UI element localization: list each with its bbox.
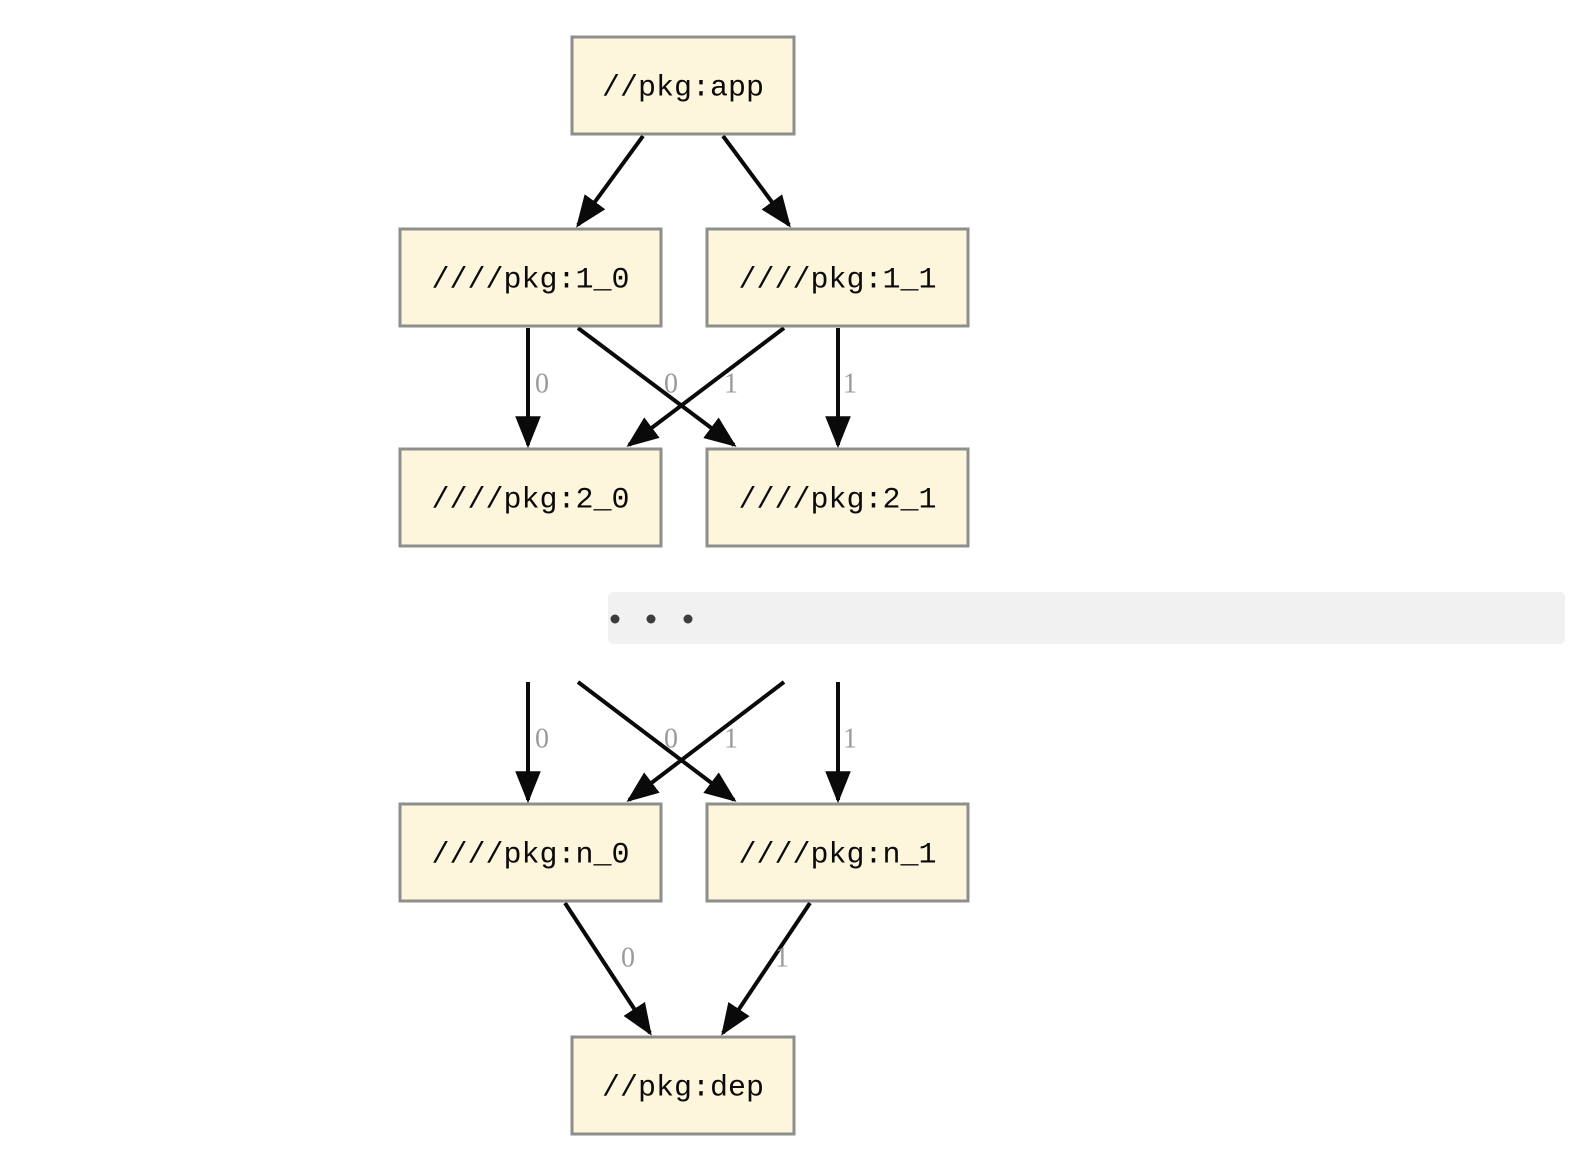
ellipsis-separator xyxy=(608,592,1565,644)
edge-label: 0 xyxy=(664,368,678,399)
edge-label: 1 xyxy=(775,942,789,973)
node-label-ln_1: ////pkg:n_1 xyxy=(738,838,936,872)
edge-label: 0 xyxy=(621,942,635,973)
node-l1_1[interactable]: ////pkg:1_1 xyxy=(705,227,970,328)
edge-label: 0 xyxy=(535,723,549,754)
node-box-ln_0[interactable] xyxy=(398,802,663,903)
node-box-app[interactable] xyxy=(570,35,796,136)
edge-hidden-to-ln_0: 0 xyxy=(515,682,549,804)
edge-app-to-l1_0 xyxy=(576,134,645,228)
node-box-l1_0[interactable] xyxy=(398,227,663,328)
ellipsis-dot-1 xyxy=(646,614,656,624)
edge-label: 1 xyxy=(843,723,857,754)
node-ln_0[interactable]: ////pkg:n_0 xyxy=(398,802,663,903)
node-app[interactable]: //pkg:app xyxy=(570,35,796,136)
edge-line xyxy=(626,326,786,447)
node-box-dep[interactable] xyxy=(570,1035,796,1136)
edge-line xyxy=(626,680,786,802)
edge-line xyxy=(721,901,812,1036)
node-label-l1_1: ////pkg:1_1 xyxy=(738,263,936,297)
edge-label: 1 xyxy=(724,723,738,754)
edge-hidden-to-ln_0: 0 xyxy=(626,680,786,802)
node-label-l2_0: ////pkg:2_0 xyxy=(431,483,629,517)
edge-ln_0-to-dep: 0 xyxy=(563,901,652,1036)
node-dep[interactable]: //pkg:dep xyxy=(570,1035,796,1136)
edge-line xyxy=(576,134,645,228)
ellipsis-band xyxy=(608,592,1565,644)
node-box-l2_0[interactable] xyxy=(398,447,663,548)
node-box-ln_1[interactable] xyxy=(705,802,970,903)
edge-line xyxy=(563,901,652,1036)
edge-app-to-l1_1 xyxy=(721,134,791,228)
ellipsis-dot-0 xyxy=(610,614,620,624)
edge-label: 0 xyxy=(664,723,678,754)
edges-layer: 0 1 0 1 0 1 0 1 0 1 xyxy=(515,134,857,1036)
edge-line xyxy=(576,680,737,802)
edge-l1_0-to-l2_0: 0 xyxy=(515,328,549,449)
ellipsis-dot-2 xyxy=(683,614,693,624)
node-ln_1[interactable]: ////pkg:n_1 xyxy=(705,802,970,903)
node-l1_0[interactable]: ////pkg:1_0 xyxy=(398,227,663,328)
edge-line xyxy=(576,326,737,447)
node-box-l2_1[interactable] xyxy=(705,447,970,548)
node-label-l1_0: ////pkg:1_0 xyxy=(431,263,629,297)
nodes-layer: //pkg:app ////pkg:1_0 ////pkg:1_1 ////pkg:2… xyxy=(398,35,970,1136)
edge-hidden-to-ln_1: 1 xyxy=(576,680,738,802)
node-label-dep: //pkg:dep xyxy=(602,1071,764,1105)
edge-label: 1 xyxy=(724,368,738,399)
edge-ln_1-to-dep: 1 xyxy=(721,901,812,1036)
edge-label: 0 xyxy=(535,368,549,399)
edge-line xyxy=(721,134,791,228)
node-label-ln_0: ////pkg:n_0 xyxy=(431,838,629,872)
edge-l1_0-to-l2_1: 1 xyxy=(576,326,738,447)
node-label-l2_1: ////pkg:2_1 xyxy=(738,483,936,517)
edge-hidden-to-ln_1: 1 xyxy=(825,682,857,804)
edge-label: 1 xyxy=(843,368,857,399)
node-box-l1_1[interactable] xyxy=(705,227,970,328)
edge-l1_1-to-l2_1: 1 xyxy=(825,328,857,449)
node-l2_0[interactable]: ////pkg:2_0 xyxy=(398,447,663,548)
node-label-app: //pkg:app xyxy=(602,71,764,105)
edge-l1_1-to-l2_0: 0 xyxy=(626,326,786,447)
node-l2_1[interactable]: ////pkg:2_1 xyxy=(705,447,970,548)
